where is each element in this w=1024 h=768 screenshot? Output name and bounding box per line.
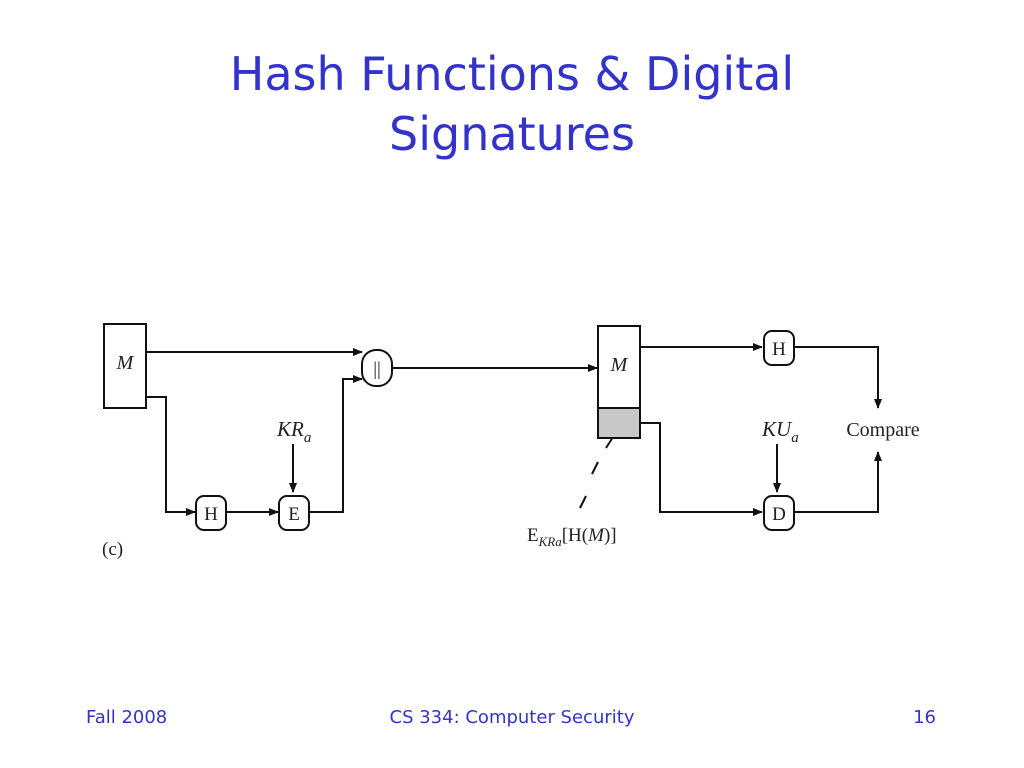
compare-label: Compare xyxy=(846,419,919,441)
receiver-decrypt-label: D xyxy=(772,504,786,525)
sender-hash-node xyxy=(195,495,227,531)
private-key-label: KRa xyxy=(276,417,311,446)
receiver-decrypt-node xyxy=(763,495,795,531)
line-hash-to-compare xyxy=(794,346,882,409)
sender-encrypt-label: E xyxy=(288,504,300,525)
line-sig-to-decrypt xyxy=(640,422,763,516)
footer-date: Fall 2008 xyxy=(86,707,168,728)
receiver-hash-label: H xyxy=(772,339,786,360)
sender-encrypt-node xyxy=(278,495,310,531)
signature-pointer-dash xyxy=(579,495,587,509)
slide-title-line-2: Signatures xyxy=(389,107,635,161)
footer-page-number: 16 xyxy=(913,707,936,728)
concat-node xyxy=(361,349,393,387)
sender-message-box xyxy=(103,323,147,409)
receiver-message-label: M xyxy=(610,354,629,376)
slide-title-line-1: Hash Functions & Digital xyxy=(229,47,795,101)
public-key-label: KUa xyxy=(761,417,799,446)
figure-part-label: (c) xyxy=(102,539,123,560)
slide-title: Hash Functions & Digital Signatures xyxy=(0,44,1024,164)
line-decrypt-to-compare xyxy=(794,451,882,513)
signature-label: EKRa[H(M)] xyxy=(527,525,617,549)
footer-course: CS 334: Computer Security xyxy=(389,707,635,728)
sender-message-label: M xyxy=(116,352,135,374)
line-m-to-hash xyxy=(146,396,196,516)
receiver-signature-block xyxy=(597,407,641,439)
concat-label: || xyxy=(373,359,381,380)
sender-hash-label: H xyxy=(204,504,218,525)
receiver-hash-node xyxy=(763,330,795,366)
signature-pointer-dash xyxy=(591,461,599,475)
line-encrypt-to-concat xyxy=(308,375,363,513)
